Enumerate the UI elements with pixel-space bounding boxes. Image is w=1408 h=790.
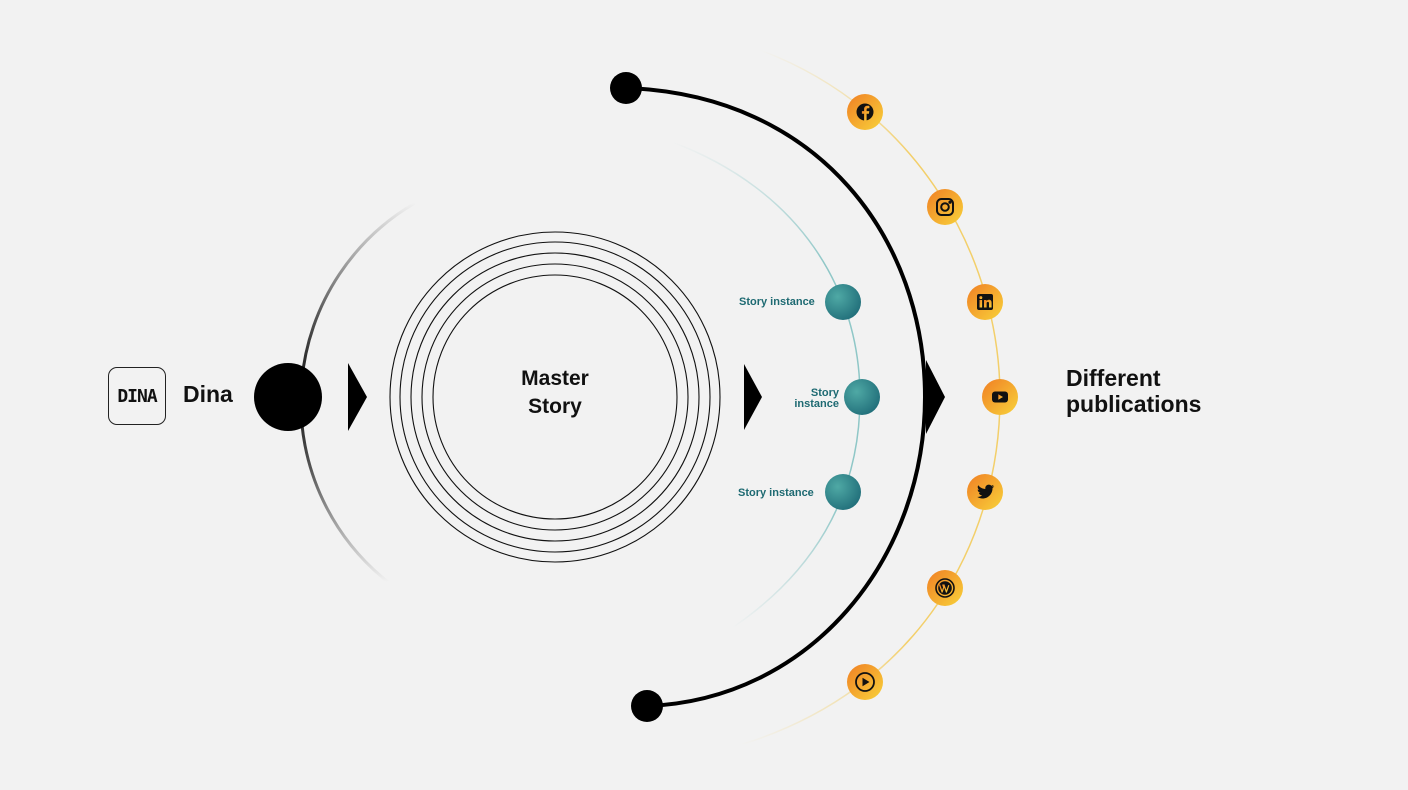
story-instance-label-2: Story instance — [759, 388, 839, 410]
channel-video[interactable] — [847, 664, 883, 700]
story-instance-dot-2[interactable] — [844, 379, 880, 415]
dina-logo-text: DINA — [117, 385, 157, 407]
story-instance-label-3: Story instance — [738, 487, 814, 499]
publications-label: Different publications — [1066, 365, 1201, 417]
distribution-arc — [625, 86, 928, 708]
instagram-icon — [936, 198, 954, 216]
story-instance-label-2-line1: Story — [810, 387, 839, 399]
dina-logo: DINA — [108, 367, 166, 425]
arrow-to-instances — [744, 364, 762, 430]
source-label: Dina — [183, 381, 233, 407]
distribution-arc-end-node — [631, 690, 663, 722]
arrow-to-publications — [926, 360, 945, 434]
story-instance-dot-1[interactable] — [825, 284, 861, 320]
publications-line2: publications — [1066, 391, 1202, 417]
story-instance-label-1: Story instance — [739, 296, 815, 308]
story-instance-dot-3[interactable] — [825, 474, 861, 510]
publications-line1: Different — [1066, 365, 1161, 391]
instance-arc — [671, 141, 861, 629]
youtube-icon — [992, 391, 1008, 403]
distribution-arc-start-node — [610, 72, 642, 104]
channel-instagram[interactable] — [927, 189, 963, 225]
master-story-label: Master Story — [495, 365, 615, 421]
channel-facebook[interactable] — [847, 94, 883, 130]
arrow-to-master — [348, 363, 367, 431]
master-story-line1: Master — [521, 367, 589, 390]
master-story-line2: Story — [528, 395, 582, 418]
twitter-icon — [977, 484, 995, 499]
channel-youtube[interactable] — [982, 379, 1018, 415]
play-icon — [855, 672, 875, 692]
source-node — [254, 363, 322, 431]
linkedin-icon — [977, 294, 993, 310]
channel-wordpress[interactable] — [927, 570, 963, 606]
facebook-icon — [856, 103, 874, 121]
channel-twitter[interactable] — [967, 474, 1003, 510]
wordpress-icon — [935, 578, 955, 598]
channel-linkedin[interactable] — [967, 284, 1003, 320]
story-instance-label-2-line2: instance — [794, 398, 839, 410]
master-story-rings — [389, 231, 721, 563]
